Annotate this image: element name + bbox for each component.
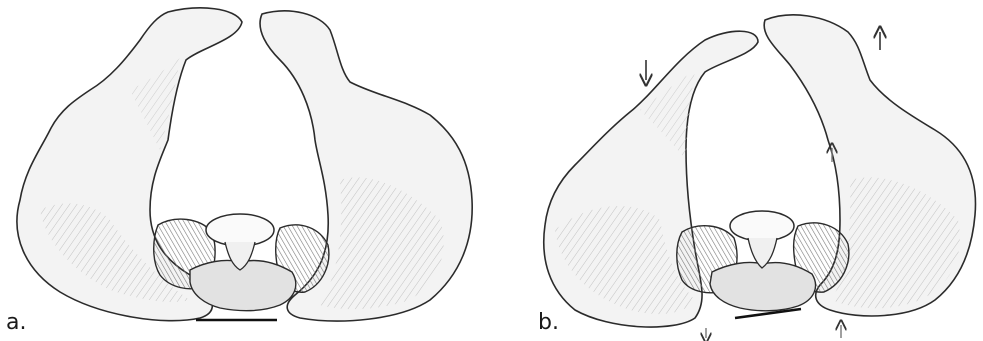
vertebral-body xyxy=(206,214,274,246)
panel-a: a. xyxy=(0,0,490,341)
panel-b: b. xyxy=(490,0,983,341)
panel-label-b: b. xyxy=(538,310,559,335)
sacrum-body xyxy=(710,262,816,310)
pelvis-illustration-b xyxy=(490,0,983,341)
vertebral-body xyxy=(730,211,794,241)
pelvis-illustration-a xyxy=(0,0,490,341)
panel-label-a: a. xyxy=(6,310,26,335)
